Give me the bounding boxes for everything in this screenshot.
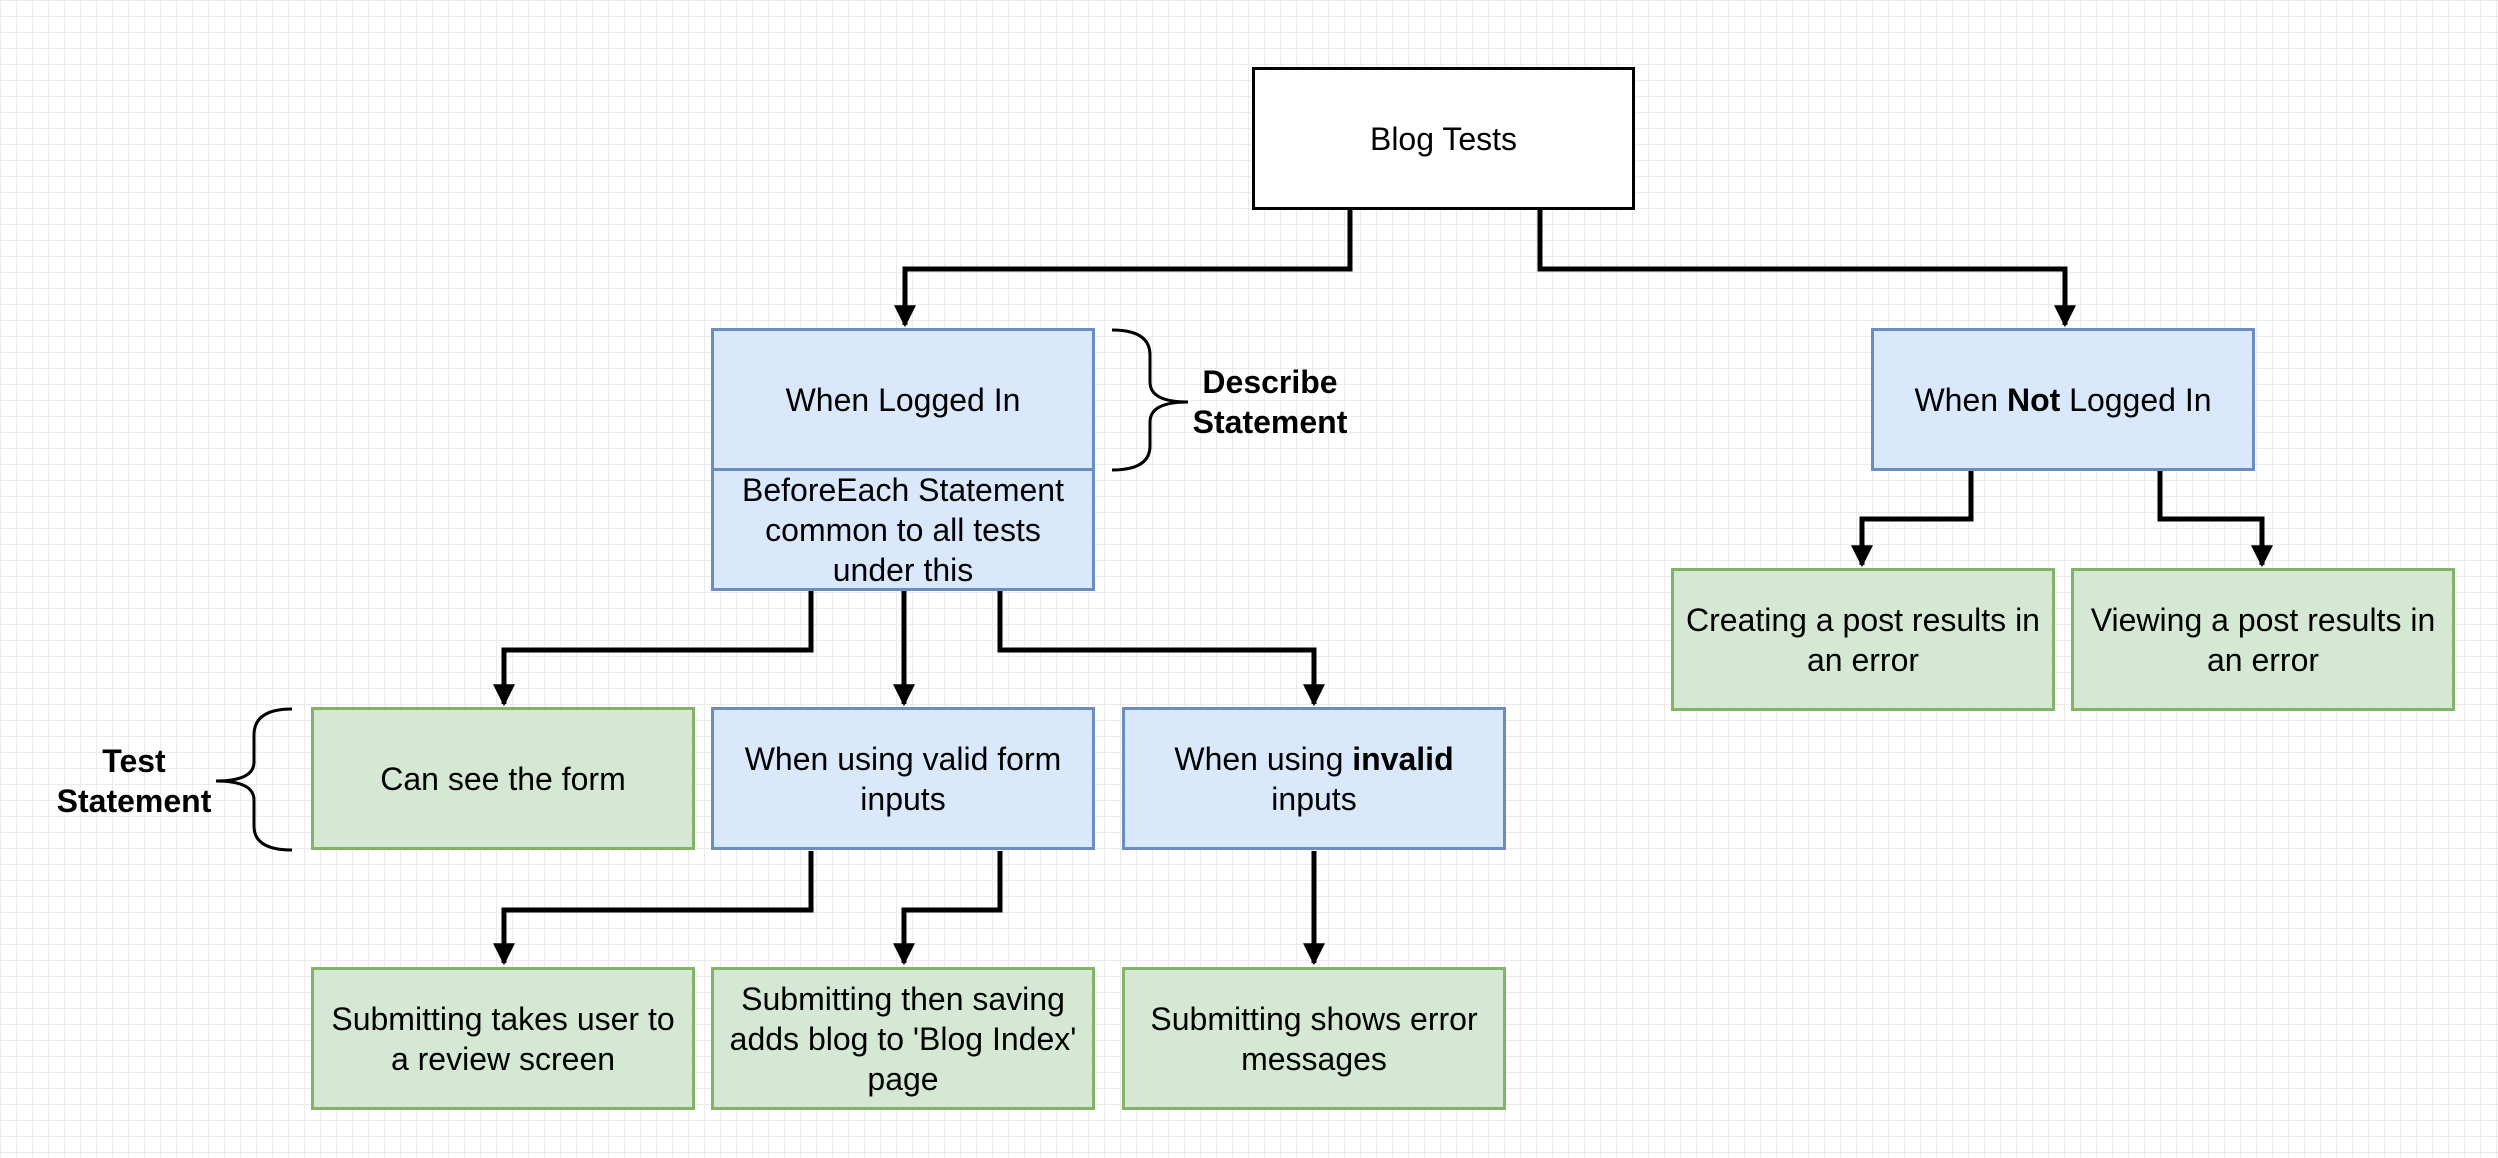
node-can-see-form-label: Can see the form xyxy=(380,760,626,797)
edge-valid-review-screen xyxy=(492,851,814,966)
node-invalid-inputs-label: When using invalid inputs xyxy=(1174,740,1454,817)
node-view-error: Viewing a post results in an error xyxy=(2071,568,2455,711)
node-create-error: Creating a post results in an error xyxy=(1671,568,2055,711)
test-statement-label: Test Statement xyxy=(46,741,222,821)
test-brace xyxy=(215,707,293,852)
node-before-each: BeforeEach Statement common to all tests… xyxy=(711,468,1095,591)
node-when-logged-in-label: When Logged In xyxy=(785,381,1021,418)
edge-root-not-logged-in xyxy=(1537,209,2077,328)
edge-valid-blog-index xyxy=(892,851,1003,966)
node-when-not-logged-in-label: When Not Logged In xyxy=(1914,381,2212,418)
node-view-error-label: Viewing a post results in an error xyxy=(2090,601,2436,678)
edge-logged-in-invalid-inputs xyxy=(997,591,1326,707)
node-error-messages: Submitting shows error messages xyxy=(1122,967,1506,1110)
node-create-error-label: Creating a post results in an error xyxy=(1686,601,2040,678)
edge-not-logged-in-view-error xyxy=(2157,470,2274,568)
node-error-messages-label: Submitting shows error messages xyxy=(1150,1000,1478,1077)
describe-brace xyxy=(1111,328,1189,472)
test-statement-line2: Statement xyxy=(56,783,212,819)
node-blog-tests: Blog Tests xyxy=(1252,67,1635,210)
node-review-screen: Submitting takes user to a review screen xyxy=(311,967,695,1110)
edge-logged-in-can-see-form xyxy=(492,591,814,707)
node-blog-index: Submitting then saving adds blog to 'Blo… xyxy=(711,967,1095,1110)
node-valid-inputs-label: When using valid form inputs xyxy=(744,740,1062,817)
describe-statement-line1: Describe xyxy=(1202,364,1338,400)
describe-statement-label: Describe Statement xyxy=(1188,362,1352,442)
node-blog-index-label: Submitting then saving adds blog to 'Blo… xyxy=(729,980,1077,1097)
edge-root-logged-in xyxy=(893,209,1353,328)
node-when-logged-in: When Logged In xyxy=(711,328,1095,471)
node-when-not-logged-in: When Not Logged In xyxy=(1871,328,2255,471)
node-before-each-label: BeforeEach Statement common to all tests… xyxy=(742,471,1064,588)
node-review-screen-label: Submitting takes user to a review screen xyxy=(331,1000,675,1077)
edge-not-logged-in-create-error xyxy=(1850,470,1974,568)
describe-statement-line2: Statement xyxy=(1192,404,1348,440)
node-invalid-inputs: When using invalid inputs xyxy=(1122,707,1506,850)
node-valid-inputs: When using valid form inputs xyxy=(711,707,1095,850)
node-blog-tests-label: Blog Tests xyxy=(1369,120,1518,157)
test-statement-line1: Test xyxy=(102,743,166,779)
node-can-see-form: Can see the form xyxy=(311,707,695,850)
